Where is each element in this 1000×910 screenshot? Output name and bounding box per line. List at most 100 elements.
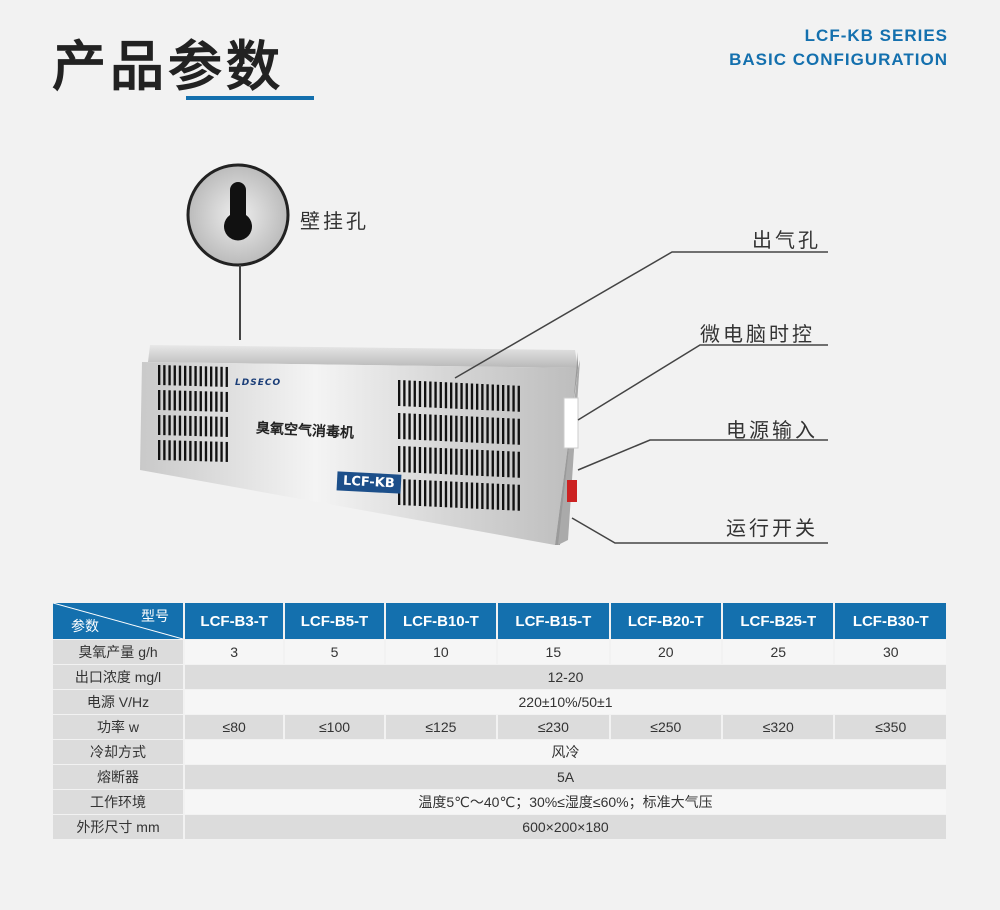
vent-slot xyxy=(439,415,442,441)
vent-slot xyxy=(398,413,401,439)
vent-slot xyxy=(512,484,515,511)
callout-wall-hole: 壁挂孔 xyxy=(300,209,369,233)
vent-slot xyxy=(429,381,432,408)
param-name: 臭氧产量 g/h xyxy=(53,640,183,664)
vent-slot xyxy=(220,366,223,387)
vent-slot xyxy=(210,366,213,387)
vent-slot xyxy=(434,414,437,441)
callout-timer: 微电脑时控 xyxy=(700,322,815,346)
table-row: 冷却方式风冷 xyxy=(53,740,946,764)
vent-slot xyxy=(204,391,208,412)
vent-slot xyxy=(194,366,197,387)
param-name: 电源 V/Hz xyxy=(53,690,183,714)
vent-slot xyxy=(194,441,197,462)
vent-slot xyxy=(189,440,192,461)
vent-slot xyxy=(434,480,437,507)
vent-slot xyxy=(512,418,515,445)
vent-slot xyxy=(476,482,479,509)
cell: 12-20 xyxy=(185,665,946,689)
vent-slot xyxy=(413,413,416,440)
cell: 25 xyxy=(723,640,834,664)
title-part-2: 参数 xyxy=(168,35,284,98)
vent-slot xyxy=(418,414,422,440)
vent-slot xyxy=(178,390,182,411)
vent-slot xyxy=(220,391,223,412)
vent-slot xyxy=(408,446,411,473)
vent-slot xyxy=(225,391,228,412)
cell: ≤250 xyxy=(610,715,722,739)
vent-slot xyxy=(512,385,515,412)
power-switch xyxy=(567,480,577,502)
param-name: 功率 w xyxy=(53,715,183,739)
product-illustration xyxy=(140,163,828,545)
vent-slot xyxy=(455,481,458,508)
model-header: LCF-B10-T xyxy=(385,603,497,639)
vent-slot xyxy=(465,482,468,509)
table-row: 工作环境温度5℃～40℃；30%≤湿度≤60%；标准大气压 xyxy=(53,790,946,814)
vent-slot xyxy=(204,441,208,462)
vent-slot xyxy=(225,366,228,387)
vent-slot xyxy=(225,441,228,462)
vent-slot xyxy=(460,482,463,508)
vent-slot xyxy=(418,447,422,473)
vent-slot xyxy=(184,440,187,461)
vent-slot xyxy=(168,390,171,411)
vent-slot xyxy=(158,440,161,460)
param-name: 出口浓度 mg/l xyxy=(53,665,183,689)
vent-slot xyxy=(476,383,479,410)
vent-slot xyxy=(215,366,218,387)
vent-slot xyxy=(429,480,432,507)
corner-param: 参数 xyxy=(71,618,99,634)
vent-slot xyxy=(439,382,442,408)
cell: 温度5℃～40℃；30%≤湿度≤60%；标准大气压 xyxy=(185,790,946,814)
cell: 600×200×180 xyxy=(185,815,946,839)
corner-header: 型号参数 xyxy=(53,603,183,639)
model-header: LCF-B3-T xyxy=(185,603,284,639)
timer-panel xyxy=(563,397,579,449)
vent-slot xyxy=(210,441,213,462)
vent-slot xyxy=(424,447,427,474)
wall-hole-detail xyxy=(186,163,290,340)
vent-slot xyxy=(439,448,442,474)
vent-slot xyxy=(163,365,166,386)
title-underline xyxy=(186,96,314,100)
vent-slot xyxy=(178,415,182,436)
series-subtitle: BASIC CONFIGURATION xyxy=(729,50,948,69)
vent-slot xyxy=(403,479,406,506)
vent-slot xyxy=(470,416,474,443)
model-header: LCF-B5-T xyxy=(285,603,384,639)
vent-slot xyxy=(491,384,494,411)
vent-slot xyxy=(403,413,406,440)
vent-slot xyxy=(429,447,432,474)
cell: 风冷 xyxy=(185,740,946,764)
vent-slot xyxy=(476,449,479,476)
callout-lines xyxy=(454,251,828,544)
vent-slot xyxy=(486,483,489,510)
vent-slot xyxy=(215,441,218,462)
model-header: LCF-B20-T xyxy=(610,603,722,639)
vent-slot xyxy=(184,365,187,386)
cell: 20 xyxy=(610,640,722,664)
vent-slot xyxy=(168,415,171,436)
vent-slot xyxy=(413,380,416,407)
vent-slot xyxy=(507,484,510,511)
param-name: 工作环境 xyxy=(53,790,183,814)
vent-slot xyxy=(496,384,500,411)
vent-slot xyxy=(194,391,197,412)
cell: ≤100 xyxy=(285,715,384,739)
cell: 220±10%/50±1 xyxy=(185,690,946,714)
vent-slot xyxy=(189,415,192,436)
vent-slot xyxy=(184,390,187,411)
vent-slot xyxy=(403,380,406,407)
vent-slot xyxy=(163,440,166,461)
vent-slot xyxy=(502,385,505,411)
table-header-row: 型号参数 LCF-B3-T LCF-B5-T LCF-B10-T LCF-B15… xyxy=(53,603,946,639)
vent-slot xyxy=(496,417,500,444)
vent-slot xyxy=(178,365,182,386)
vent-slot xyxy=(434,447,437,474)
cell: 10 xyxy=(385,640,497,664)
vent-slot xyxy=(465,383,468,410)
